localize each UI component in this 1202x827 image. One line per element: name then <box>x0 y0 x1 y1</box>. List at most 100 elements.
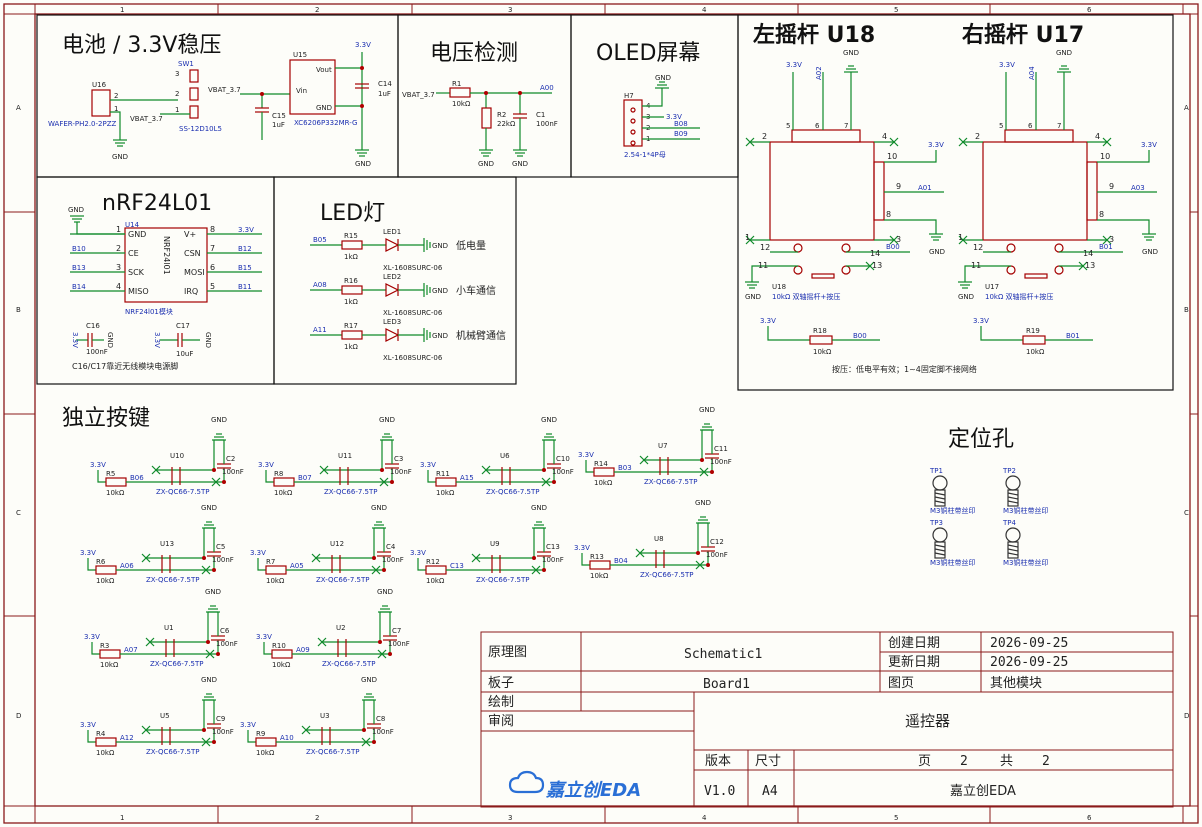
stick-v33-r: 3.3V <box>1141 141 1157 149</box>
battery-title: 电池 / 3.3V稳压 <box>62 33 221 58</box>
key-cap-val: 100nF <box>542 556 564 564</box>
stick-res-val: 10kΩ <box>813 348 832 356</box>
no-connect <box>311 553 321 563</box>
led-net: A11 <box>313 326 327 334</box>
grid-row-right: B <box>1184 306 1189 314</box>
key-v33: 3.3V <box>84 633 100 641</box>
stick-pin9: 9 <box>1109 182 1114 191</box>
oled-part: 2.54-1*4P母 <box>624 151 666 159</box>
stick-wire <box>980 326 1023 341</box>
key-wire <box>263 642 272 655</box>
key-part: ZX-QC66-7.5TP <box>476 576 529 584</box>
key-wire <box>247 730 256 743</box>
led-part: XL-1608SURC-06 <box>383 309 443 317</box>
nrf-pin-name: IRQ <box>184 287 198 296</box>
stick-pin2: 2 <box>762 132 767 141</box>
stick-part: 10kΩ 双轴摇杆+按压 <box>772 292 840 301</box>
key-cap-ref: C2 <box>226 455 235 463</box>
no-connect <box>865 261 875 271</box>
nrf-pin-num: 6 <box>210 263 215 272</box>
stick-pin4: 4 <box>1095 132 1100 141</box>
grid-row-right: C <box>1184 509 1189 517</box>
junction <box>216 652 220 656</box>
key-gnd: GND <box>379 416 395 424</box>
key-wire <box>200 440 215 471</box>
c16-val: 100nF <box>86 348 108 356</box>
stick-pin3: 3 <box>896 235 901 244</box>
stick-gnd-bl: GND <box>958 293 974 301</box>
stick-net-label: A04 <box>1028 66 1036 80</box>
key-wire <box>190 700 205 731</box>
hole-thread <box>934 548 946 552</box>
c16-v33: 3.3V <box>71 332 79 348</box>
key-gnd: GND <box>695 499 711 507</box>
stick-gnd-top: GND <box>1056 49 1072 57</box>
key-v33: 3.3V <box>258 461 274 469</box>
no-connect <box>301 725 311 735</box>
stick-wire <box>884 219 937 234</box>
stick-pin3: 3 <box>1109 235 1114 244</box>
grid-col-top: 6 <box>1087 6 1092 14</box>
stick-ref: U18 <box>772 283 786 291</box>
nrf-pin-num: 8 <box>210 225 215 234</box>
key-resistor <box>265 565 287 575</box>
key-resistor <box>435 477 457 487</box>
c17-gnd: GND <box>204 332 212 348</box>
stick-side <box>873 161 885 221</box>
key-resistor <box>95 565 117 575</box>
oled-v33: 3.3V <box>666 113 682 121</box>
junction <box>542 568 546 572</box>
a00-net: A00 <box>540 84 554 92</box>
stick-pad <box>793 243 803 253</box>
nrf-pin-num: 4 <box>116 282 121 291</box>
led-ref: LED3 <box>383 318 401 326</box>
sw1-part: SS-12D10L5 <box>179 125 222 133</box>
key-gnd: GND <box>201 676 217 684</box>
key-part: ZX-QC66-7.5TP <box>306 748 359 756</box>
key-res-ref: R8 <box>274 470 283 478</box>
led-res-val: 1kΩ <box>344 298 359 306</box>
tb-page-label: 图页 <box>888 676 914 691</box>
key-wire <box>417 558 426 571</box>
key-ref: U13 <box>160 540 174 548</box>
led-resistor <box>341 330 363 340</box>
nrf-note: C16/C17靠近无线模块电源脚 <box>72 361 178 371</box>
hole-body <box>934 489 946 507</box>
junction <box>390 480 394 484</box>
r2-val: 22kΩ <box>497 120 516 128</box>
tb-total-text: 共 <box>1000 754 1013 769</box>
tb-version-label: 版本 <box>705 754 731 769</box>
key-resistor <box>95 737 117 747</box>
key-cap-ref: C10 <box>556 455 570 463</box>
key-res-ref: R5 <box>106 470 115 478</box>
tb-title: 遥控器 <box>905 712 950 730</box>
led-ref: LED1 <box>383 228 401 236</box>
u15-gnd: GND <box>316 104 332 112</box>
led-diode <box>385 328 400 342</box>
key-net: A09 <box>296 646 310 654</box>
junction <box>382 568 386 572</box>
stick-v33-r: 3.3V <box>928 141 944 149</box>
key-res-ref: R10 <box>272 642 286 650</box>
nrf-pin-net: B15 <box>238 264 252 272</box>
junction <box>378 640 382 644</box>
u15-vin: Vin <box>296 87 307 95</box>
key-net: B03 <box>618 464 632 472</box>
hole-thread <box>1007 492 1019 496</box>
hole-thread <box>1007 552 1019 556</box>
led-resistor <box>341 285 363 295</box>
key-v33: 3.3V <box>90 461 106 469</box>
key-net: A06 <box>120 562 134 570</box>
nrf-pin-num: 3 <box>116 263 121 272</box>
tb-board-name: Board1 <box>703 677 750 692</box>
c15-ref: C15 <box>272 112 286 120</box>
key-gnd: GND <box>541 416 557 424</box>
vbat-in: VBAT_3.7 <box>402 91 435 99</box>
u16-ref: U16 <box>92 81 107 89</box>
key-gnd: GND <box>205 588 221 596</box>
key-cap-val: 100nF <box>706 551 728 559</box>
stick-analog: A01 <box>918 184 932 192</box>
key-cap-ref: C3 <box>394 455 403 463</box>
key-gnd: GND <box>211 416 227 424</box>
led-gnd-label: GND <box>432 242 448 250</box>
